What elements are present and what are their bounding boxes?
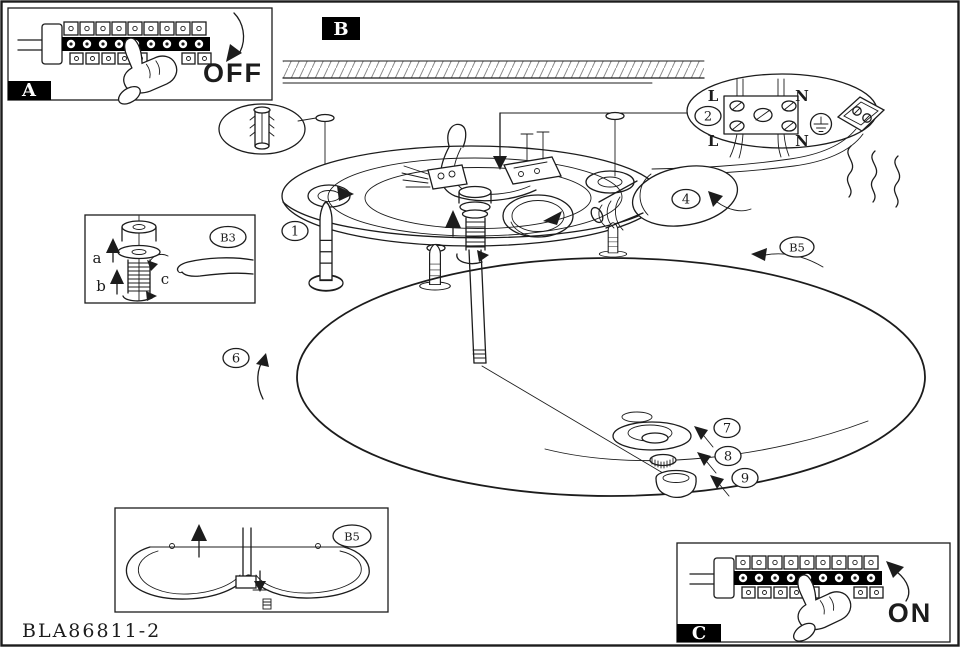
connector-plug-icon [836, 96, 886, 132]
b5-detail-box: B5 [114, 507, 389, 613]
panel-a-tab [8, 81, 51, 100]
earth-terminal-icon [809, 112, 833, 136]
wall-anchor-icon [249, 106, 275, 150]
socket-arrow-icon [543, 211, 562, 225]
mounting-screw-top-right [605, 111, 625, 177]
wiring-callout: L N L N 2 [686, 73, 886, 159]
knurled-nut-icon [649, 453, 677, 469]
panel-b-tab-label: B [333, 19, 348, 40]
breaker-strip-icon [18, 22, 211, 64]
step-marker-7: 7 [713, 417, 741, 439]
profile-up-arrow-icon [191, 524, 207, 541]
panel-c-power-on: ON C [676, 542, 951, 647]
cable-clamp-icon [401, 164, 468, 190]
glass-shade: 7 8 9 [296, 257, 926, 499]
shade-profile-icon [125, 527, 370, 600]
terminal-n-top-label: N [795, 87, 809, 105]
on-label: ON [888, 598, 933, 628]
wrench-icon [176, 257, 254, 277]
ceiling-section [282, 60, 705, 84]
panel-b-label: B [322, 17, 360, 40]
b3-reference [445, 210, 461, 237]
off-label: OFF [203, 58, 263, 88]
svg-text:4: 4 [682, 193, 690, 208]
svg-text:B3: B3 [220, 231, 236, 245]
mounting-plate [281, 123, 661, 253]
panel-c-tab-label: C [692, 623, 706, 644]
screw-arrow-icon [337, 186, 354, 201]
part-number: BLA86811-2 [22, 620, 161, 642]
svg-text:B5: B5 [344, 530, 360, 544]
b5-box-title: B5 [332, 524, 372, 548]
post-detail-icon [117, 215, 161, 302]
wall-anchor-callout [218, 103, 335, 165]
step-marker-4: 4 [671, 188, 701, 210]
step-marker-9: 9 [731, 467, 759, 489]
turn-on-arrow-icon [886, 561, 910, 602]
b3-box-title: B3 [209, 225, 247, 249]
svg-text:1: 1 [291, 225, 299, 240]
svg-text:8: 8 [724, 450, 732, 465]
svg-text:7: 7 [723, 422, 731, 437]
shade-part-arrows [694, 426, 730, 497]
step-marker-2: 2 [694, 105, 722, 127]
lamp-socket-icon [502, 194, 574, 238]
arrow-a-icon [106, 238, 120, 253]
terminal-n-bottom-label: N [795, 132, 809, 150]
b5-reference: B5 [751, 236, 824, 268]
hook-bracket [520, 131, 550, 162]
threaded-post [458, 185, 492, 251]
finial-cap-icon [655, 469, 697, 499]
pointer-to-plate [493, 112, 688, 170]
breaker-strip-icon [690, 556, 883, 598]
tiny-screw-icon [262, 598, 272, 610]
label-b: b [96, 277, 106, 295]
profile-down-arrow-icon [254, 570, 266, 592]
svg-text:9: 9 [741, 472, 749, 487]
terminal-l-bottom-label: L [708, 132, 719, 150]
panel-a-power-off: OFF A [7, 7, 273, 110]
rotate-arrow-icon [456, 253, 483, 265]
step-marker-8: 8 [714, 445, 742, 467]
mounting-screw-top-left [315, 113, 335, 123]
shade-washer-icon [612, 421, 692, 451]
panel-a-tab-label: A [21, 80, 37, 101]
terminal-l-top-label: L [708, 87, 719, 105]
svg-text:6: 6 [232, 352, 240, 367]
turn-off-arrow-icon [226, 12, 245, 62]
step-6: 6 [222, 347, 269, 400]
light-bulb: 4 [590, 165, 752, 231]
svg-text:2: 2 [704, 110, 712, 125]
terminal-screws-icon [729, 100, 797, 132]
label-a: a [93, 249, 102, 267]
panel-c-tab [677, 624, 721, 642]
svg-text:B5: B5 [789, 241, 805, 255]
mains-cable [447, 123, 467, 148]
bulb-rotate-arrow-icon [708, 191, 752, 212]
arrow-b-icon [110, 269, 124, 284]
plate-terminal-block-icon [503, 156, 562, 185]
step-marker-1: 1 [281, 220, 309, 242]
b3-detail-box: B3 a b c [84, 214, 256, 304]
label-c: c [161, 270, 169, 288]
